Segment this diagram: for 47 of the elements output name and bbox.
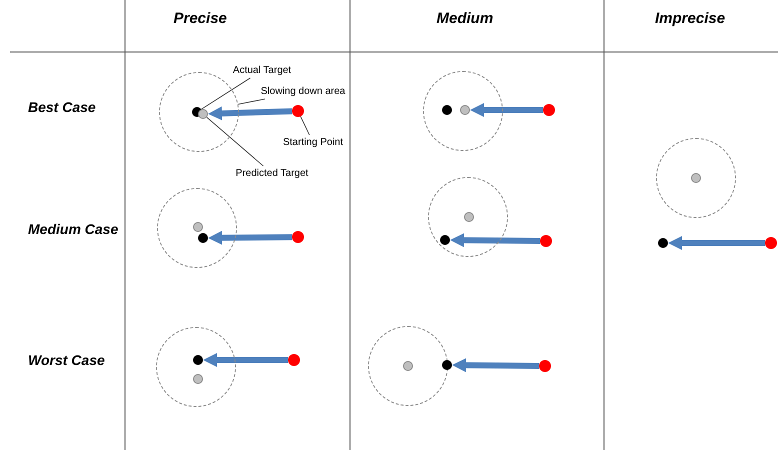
leader-line: [206, 116, 264, 166]
dashed-circle: [423, 71, 503, 151]
callout-label: Predicted Target: [232, 166, 312, 181]
dot: [193, 355, 203, 365]
dot: [540, 235, 552, 247]
arrow: [452, 358, 540, 372]
dashed-circle: [157, 188, 237, 268]
dot: [539, 360, 551, 372]
row-header: Medium Case: [28, 221, 118, 237]
dot: [198, 233, 208, 243]
dot: [193, 374, 203, 384]
dot: [440, 235, 450, 245]
arrow: [208, 230, 292, 245]
column-header: Precise: [174, 10, 227, 26]
dot: [460, 105, 470, 115]
row-header: Worst Case: [28, 352, 105, 368]
callout-label: Slowing down area: [258, 84, 348, 99]
dot: [292, 105, 304, 117]
dot: [442, 105, 452, 115]
row-header: Best Case: [28, 99, 96, 115]
dot: [765, 237, 777, 249]
dot: [198, 109, 208, 119]
dot: [691, 173, 701, 183]
dot: [292, 231, 304, 243]
dot: [442, 360, 452, 370]
dashed-circle: [159, 72, 239, 152]
dot: [543, 104, 555, 116]
dot: [288, 354, 300, 366]
dot: [403, 361, 413, 371]
dashed-circle: [156, 327, 236, 407]
arrow: [470, 103, 543, 117]
column-header: Medium: [436, 10, 494, 26]
leader-line: [300, 116, 310, 136]
dashed-circle: [428, 177, 508, 257]
column-header: Imprecise: [655, 10, 726, 26]
arrow: [668, 236, 765, 250]
dot: [464, 212, 474, 222]
callout-label: Actual Target: [230, 63, 294, 78]
dot: [658, 238, 668, 248]
dashed-circle: [656, 138, 736, 218]
arrow: [208, 106, 292, 120]
leader-line: [200, 78, 251, 110]
arrow: [450, 233, 540, 248]
leader-line: [238, 98, 266, 105]
callout-label: Starting Point: [278, 135, 348, 150]
arrow: [203, 353, 288, 367]
dot: [193, 222, 203, 232]
